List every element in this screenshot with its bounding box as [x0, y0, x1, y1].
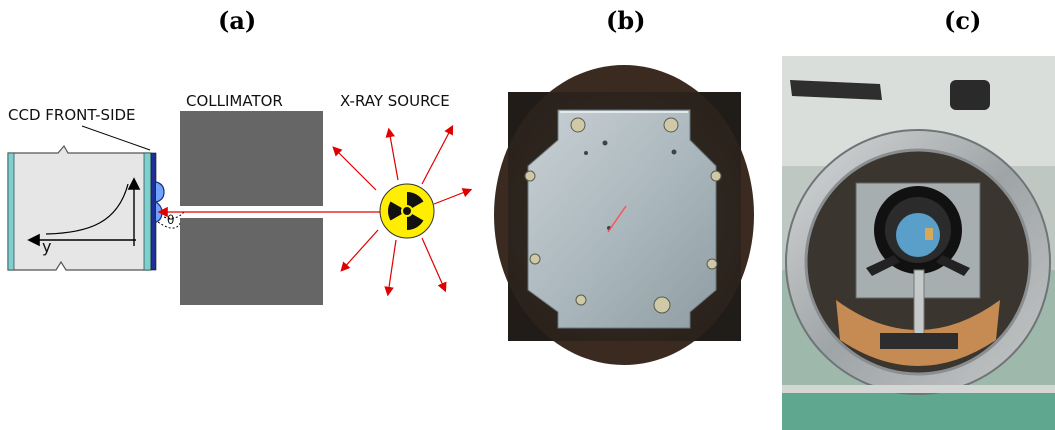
ccd-electrode	[154, 181, 165, 223]
sample-plate	[527, 109, 717, 329]
collimator-label: COLLIMATOR	[186, 92, 283, 110]
ccd-front-layer	[150, 152, 157, 271]
panel-b-photo	[494, 65, 754, 365]
xray-source-label: X-RAY SOURCE	[340, 92, 450, 110]
panel-label-b: (b)	[606, 6, 646, 35]
panel-c-photo	[782, 56, 1055, 430]
ccd-front-side-label: CCD FRONT-SIDE	[8, 106, 136, 124]
panel-label-c: (c)	[944, 6, 982, 35]
plate-screws	[524, 117, 722, 314]
ccd-body	[7, 144, 151, 271]
panel-label-a: (a)	[218, 6, 257, 35]
panel-a-diagram	[7, 111, 473, 305]
radiation-icon	[379, 183, 435, 239]
emitted-rays	[332, 124, 473, 297]
axis-y-label: y	[42, 237, 52, 256]
ccd-back-edge	[7, 152, 15, 271]
theta-label: θ	[167, 213, 175, 227]
depth-curve	[45, 183, 129, 235]
collimator-bottom	[180, 218, 323, 305]
collimator-top	[180, 111, 323, 206]
ccd-pointer-line	[81, 125, 151, 151]
ccd-front-edge	[143, 152, 152, 271]
